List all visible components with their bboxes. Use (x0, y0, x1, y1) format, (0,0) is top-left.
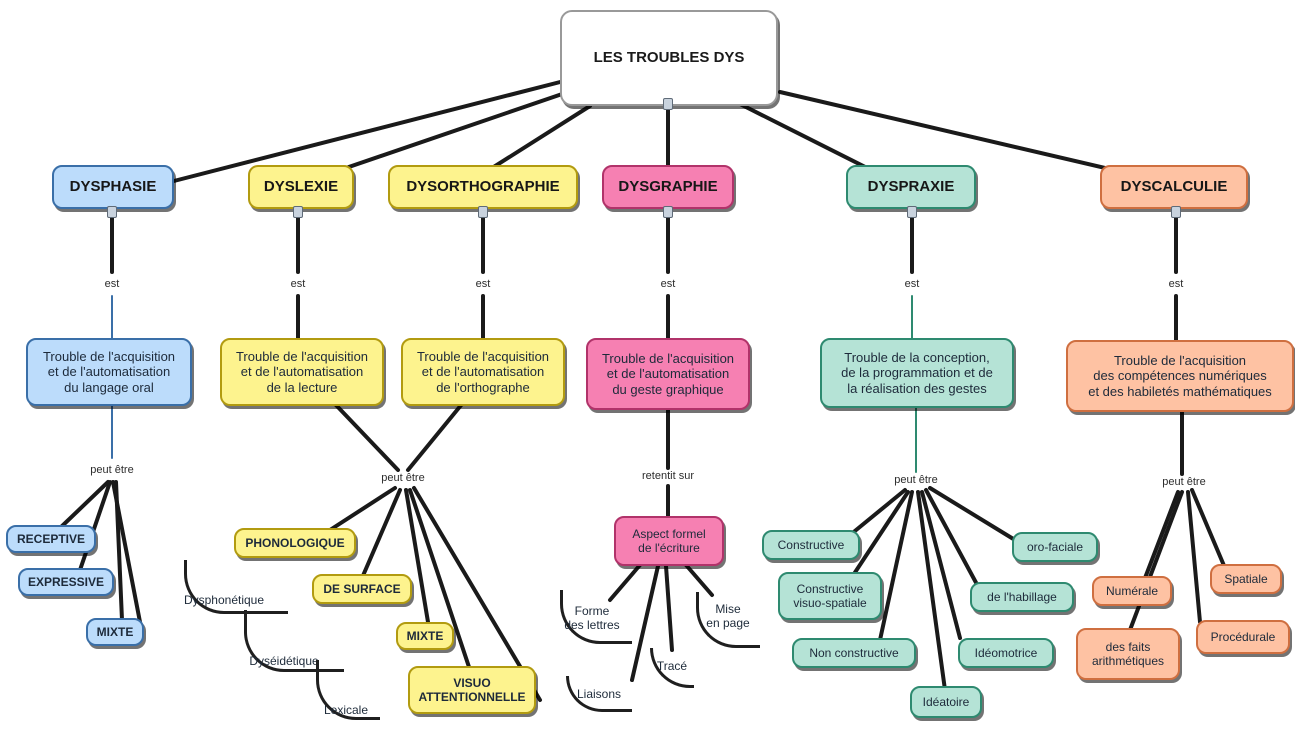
type-receptive[interactable]: RECEPTIVE (6, 525, 96, 553)
subtype-dyseidetique[interactable]: Dyséidétique (249, 653, 319, 668)
link-label-peut-etre: peut être (1160, 476, 1208, 488)
definition-dysphasie[interactable]: Trouble de l'acquisition et de l'automat… (26, 338, 192, 406)
link-label-peut-etre: peut être (88, 464, 136, 476)
link-label-peut-etre: peut être (892, 474, 940, 486)
type-procedurale[interactable]: Procédurale (1196, 620, 1290, 654)
link-label-est: est (102, 278, 122, 290)
category-dyslexie[interactable]: DYSLEXIE (248, 165, 354, 209)
graph-trace[interactable]: Tracé (656, 658, 688, 673)
expand-icon[interactable] (1171, 206, 1181, 218)
link-label-est: est (902, 278, 922, 290)
subtype-lexicale[interactable]: Lexicale (323, 702, 369, 717)
category-dysorthographie[interactable]: DYSORTHOGRAPHIE (388, 165, 578, 209)
type-ideomotrice[interactable]: Idéomotrice (958, 638, 1054, 668)
type-non-constructive[interactable]: Non constructive (792, 638, 916, 668)
link-label-retentit-sur: retentit sur (640, 470, 696, 482)
definition-dysgraphie[interactable]: Trouble de l'acquisition et de l'automat… (586, 338, 750, 410)
type-phonologique[interactable]: PHONOLOGIQUE (234, 528, 356, 558)
expand-icon[interactable] (107, 206, 117, 218)
definition-dyspraxie[interactable]: Trouble de la conception, de la programm… (820, 338, 1014, 408)
expand-icon[interactable] (478, 206, 488, 218)
aspect-formel[interactable]: Aspect formel de l'écriture (614, 516, 724, 566)
type-expressive[interactable]: EXPRESSIVE (18, 568, 114, 596)
type-oro-faciale[interactable]: oro-faciale (1012, 532, 1098, 562)
expand-icon[interactable] (663, 206, 673, 218)
type-de-surface[interactable]: DE SURFACE (312, 574, 412, 604)
link-label-est: est (1166, 278, 1186, 290)
type-mixte[interactable]: MIXTE (86, 618, 144, 646)
type-faits-arithmetiques[interactable]: des faits arithmétiques (1076, 628, 1180, 680)
definition-dyslexie[interactable]: Trouble de l'acquisition et de l'automat… (220, 338, 384, 406)
type-de-l-habillage[interactable]: de l'habillage (970, 582, 1074, 612)
definition-dysorthographie[interactable]: Trouble de l'acquisition et de l'automat… (401, 338, 565, 406)
type-numerale[interactable]: Numérale (1092, 576, 1172, 606)
category-dysgraphie[interactable]: DYSGRAPHIE (602, 165, 734, 209)
root-node[interactable]: LES TROUBLES DYS (560, 10, 778, 106)
type-mixte-dyslexie[interactable]: MIXTE (396, 622, 454, 650)
expand-icon[interactable] (293, 206, 303, 218)
type-visuo-attentionnelle[interactable]: VISUO ATTENTIONNELLE (408, 666, 536, 714)
link-label-est: est (288, 278, 308, 290)
link-label-peut-etre: peut être (379, 472, 427, 484)
subtype-dysphonetique[interactable]: Dysphonétique (183, 592, 265, 607)
graph-forme-des-lettres[interactable]: Forme des lettres (564, 603, 620, 632)
link-label-est: est (658, 278, 678, 290)
expand-icon[interactable] (663, 98, 673, 110)
type-constructive[interactable]: Constructive (762, 530, 860, 560)
category-dyspraxie[interactable]: DYSPRAXIE (846, 165, 976, 209)
graph-mise-en-page[interactable]: Mise en page (706, 601, 750, 630)
type-constructive-visuo-spatiale[interactable]: Constructive visuo-spatiale (778, 572, 882, 620)
category-dysphasie[interactable]: DYSPHASIE (52, 165, 174, 209)
type-ideatoire[interactable]: Idéatoire (910, 686, 982, 718)
type-spatiale[interactable]: Spatiale (1210, 564, 1282, 594)
definition-dyscalculie[interactable]: Trouble de l'acquisition des compétences… (1066, 340, 1294, 412)
category-dyscalculie[interactable]: DYSCALCULIE (1100, 165, 1248, 209)
graph-liaisons[interactable]: Liaisons (576, 686, 622, 701)
expand-icon[interactable] (907, 206, 917, 218)
link-label-est: est (473, 278, 493, 290)
